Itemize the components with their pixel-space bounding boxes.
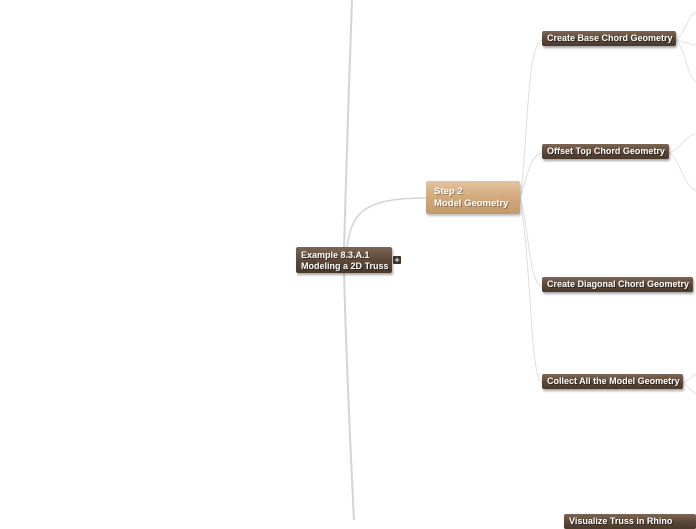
child-node-partial-bottom[interactable]: Visualize Truss in Rhino bbox=[564, 514, 696, 529]
step2-node[interactable]: Step 2 Model Geometry bbox=[426, 181, 520, 214]
expand-icon[interactable]: + bbox=[393, 256, 401, 264]
connector-base-out-3 bbox=[675, 39, 696, 83]
child-node-label: Visualize Truss in Rhino bbox=[569, 516, 673, 526]
connector-collect-out-1 bbox=[682, 373, 696, 384]
connector-step2-offset bbox=[519, 152, 543, 199]
connector-offset-out-2 bbox=[668, 152, 696, 191]
child-node-create-base-chord[interactable]: Create Base Chord Geometry bbox=[542, 31, 676, 46]
root-node-line1: Example 8.3.A.1 bbox=[301, 250, 370, 260]
connector-trunk-top bbox=[343, 0, 353, 248]
connector-base-out-1 bbox=[675, 11, 696, 41]
connector-step2-diagonal bbox=[519, 197, 543, 287]
root-node[interactable]: Example 8.3.A.1 Modeling a 2D Truss bbox=[296, 247, 392, 273]
connector-offset-out-1 bbox=[668, 133, 696, 154]
child-node-collect-geometry[interactable]: Collect All the Model Geometry bbox=[542, 374, 683, 389]
step2-node-line2: Model Geometry bbox=[434, 198, 509, 209]
child-node-label: Offset Top Chord Geometry bbox=[547, 146, 665, 156]
connector-step2-collect bbox=[519, 197, 543, 384]
child-node-label: Create Diagonal Chord Geometry bbox=[547, 279, 690, 289]
connector-base-out-2 bbox=[675, 39, 696, 46]
connector-trunk-bottom bbox=[343, 271, 355, 520]
connector-collect-out-2 bbox=[682, 382, 696, 395]
connector-root-step2 bbox=[346, 197, 427, 248]
child-node-offset-top-chord[interactable]: Offset Top Chord Geometry bbox=[542, 144, 669, 159]
child-node-create-diagonal-chord[interactable]: Create Diagonal Chord Geometry bbox=[542, 277, 693, 292]
connector-step2-base bbox=[519, 39, 543, 199]
step2-node-line1: Step 2 bbox=[434, 186, 463, 197]
child-node-label: Create Base Chord Geometry bbox=[547, 33, 673, 43]
root-node-line2: Modeling a 2D Truss bbox=[301, 261, 389, 271]
child-node-label: Collect All the Model Geometry bbox=[547, 376, 680, 386]
